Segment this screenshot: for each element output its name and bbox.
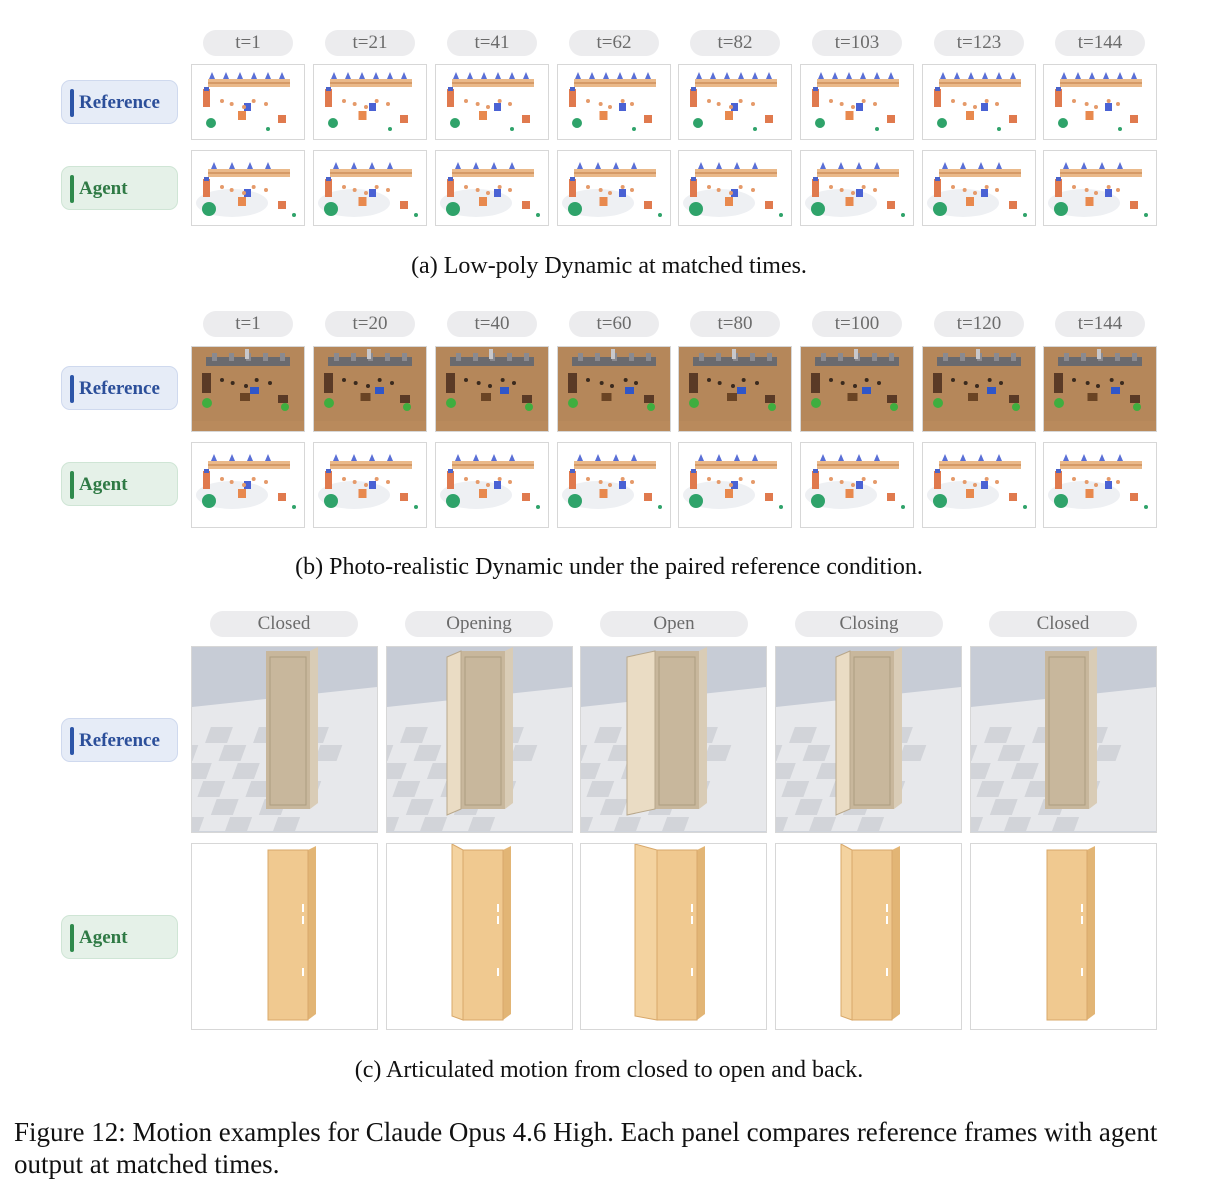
time-label: t=1 xyxy=(203,30,293,56)
figure-caption: Figure 12: Motion examples for Claude Op… xyxy=(14,1117,1158,1179)
panel-b-reference-frame xyxy=(800,346,914,432)
panel-b-reference-label: Reference xyxy=(61,366,178,410)
panel-b-agent-frame xyxy=(922,442,1036,528)
reference-accent-bar xyxy=(70,727,74,755)
panel-a-caption: (a) Low-poly Dynamic at matched times. xyxy=(411,253,807,279)
panel-a-agent-frame xyxy=(922,150,1036,226)
agent-accent-bar xyxy=(70,175,74,203)
panel-b-reference-frame xyxy=(678,346,792,432)
time-label: t=41 xyxy=(447,30,537,56)
reference-accent-bar xyxy=(70,89,74,117)
panel-a-reference-label: Reference xyxy=(61,80,178,124)
time-label: Closed xyxy=(210,611,358,637)
reference-label-text: Reference xyxy=(79,378,160,399)
panel-c-agent-frame xyxy=(970,843,1157,1030)
panel-a-agent-frame xyxy=(557,150,671,226)
panel-c-reference-frame xyxy=(970,646,1157,833)
panel-a-reference-frame xyxy=(191,64,305,140)
panel-a-agent-frame xyxy=(191,150,305,226)
panel-c-agent-frame xyxy=(386,843,573,1030)
time-label: t=60 xyxy=(569,311,659,337)
panel-c-caption: (c) Articulated motion from closed to op… xyxy=(354,1057,864,1083)
panel-a-reference-frame xyxy=(435,64,549,140)
agent-label-text: Agent xyxy=(79,927,128,948)
agent-label-text: Agent xyxy=(79,178,128,199)
agent-accent-bar xyxy=(70,471,74,499)
panel-b-reference-frame xyxy=(1043,346,1157,432)
time-label: t=40 xyxy=(447,311,537,337)
panel-b-reference-frame xyxy=(922,346,1036,432)
panel-c-reference-frame xyxy=(191,646,378,833)
panel-a-reference-frame xyxy=(313,64,427,140)
panel-c-agent-label: Agent xyxy=(61,915,178,959)
reference-label-text: Reference xyxy=(79,92,160,113)
reference-label-text: Reference xyxy=(79,730,160,751)
panel-a-reference-frame xyxy=(1043,64,1157,140)
panel-a-agent-frame xyxy=(1043,150,1157,226)
time-label: t=123 xyxy=(934,30,1024,56)
panel-b-agent-frame xyxy=(313,442,427,528)
panel-b-agent-frame xyxy=(557,442,671,528)
panel-b-reference-frame xyxy=(191,346,305,432)
time-label: t=144 xyxy=(1055,30,1145,56)
panel-c-reference-frame xyxy=(775,646,962,833)
panel-a-agent-frame xyxy=(435,150,549,226)
panel-b-agent-frame xyxy=(800,442,914,528)
time-label: t=82 xyxy=(690,30,780,56)
time-label: t=21 xyxy=(325,30,415,56)
time-label: t=120 xyxy=(934,311,1024,337)
panel-b-agent-frame xyxy=(1043,442,1157,528)
time-label: Closed xyxy=(989,611,1137,637)
panel-c-agent-frame xyxy=(580,843,767,1030)
panel-b-reference-frame xyxy=(435,346,549,432)
time-label: t=100 xyxy=(812,311,902,337)
time-label: Open xyxy=(600,611,748,637)
time-label: Opening xyxy=(405,611,553,637)
panel-b-reference-frame xyxy=(557,346,671,432)
panel-c-reference-label: Reference xyxy=(61,718,178,762)
panel-c-reference-frame xyxy=(386,646,573,833)
panel-a-agent-frame xyxy=(313,150,427,226)
agent-label-text: Agent xyxy=(79,474,128,495)
panel-b-caption: (b) Photo-realistic Dynamic under the pa… xyxy=(295,554,923,580)
panel-c-agent-frame xyxy=(191,843,378,1030)
panel-a-reference-frame xyxy=(678,64,792,140)
panel-a-agent-frame xyxy=(678,150,792,226)
panel-b-agent-frame xyxy=(678,442,792,528)
panel-a-agent-label: Agent xyxy=(61,166,178,210)
panel-c-agent-frame xyxy=(775,843,962,1030)
panel-a-agent-frame xyxy=(800,150,914,226)
time-label: t=103 xyxy=(812,30,902,56)
reference-accent-bar xyxy=(70,375,74,403)
panel-c-reference-frame xyxy=(580,646,767,833)
time-label: t=1 xyxy=(203,311,293,337)
panel-a-reference-frame xyxy=(922,64,1036,140)
time-label: t=62 xyxy=(569,30,659,56)
panel-b-agent-label: Agent xyxy=(61,462,178,506)
panel-a-reference-frame xyxy=(800,64,914,140)
time-label: Closing xyxy=(795,611,943,637)
time-label: t=20 xyxy=(325,311,415,337)
agent-accent-bar xyxy=(70,924,74,952)
time-label: t=80 xyxy=(690,311,780,337)
panel-b-agent-frame xyxy=(435,442,549,528)
time-label: t=144 xyxy=(1055,311,1145,337)
panel-b-reference-frame xyxy=(313,346,427,432)
panel-a-reference-frame xyxy=(557,64,671,140)
panel-b-agent-frame xyxy=(191,442,305,528)
